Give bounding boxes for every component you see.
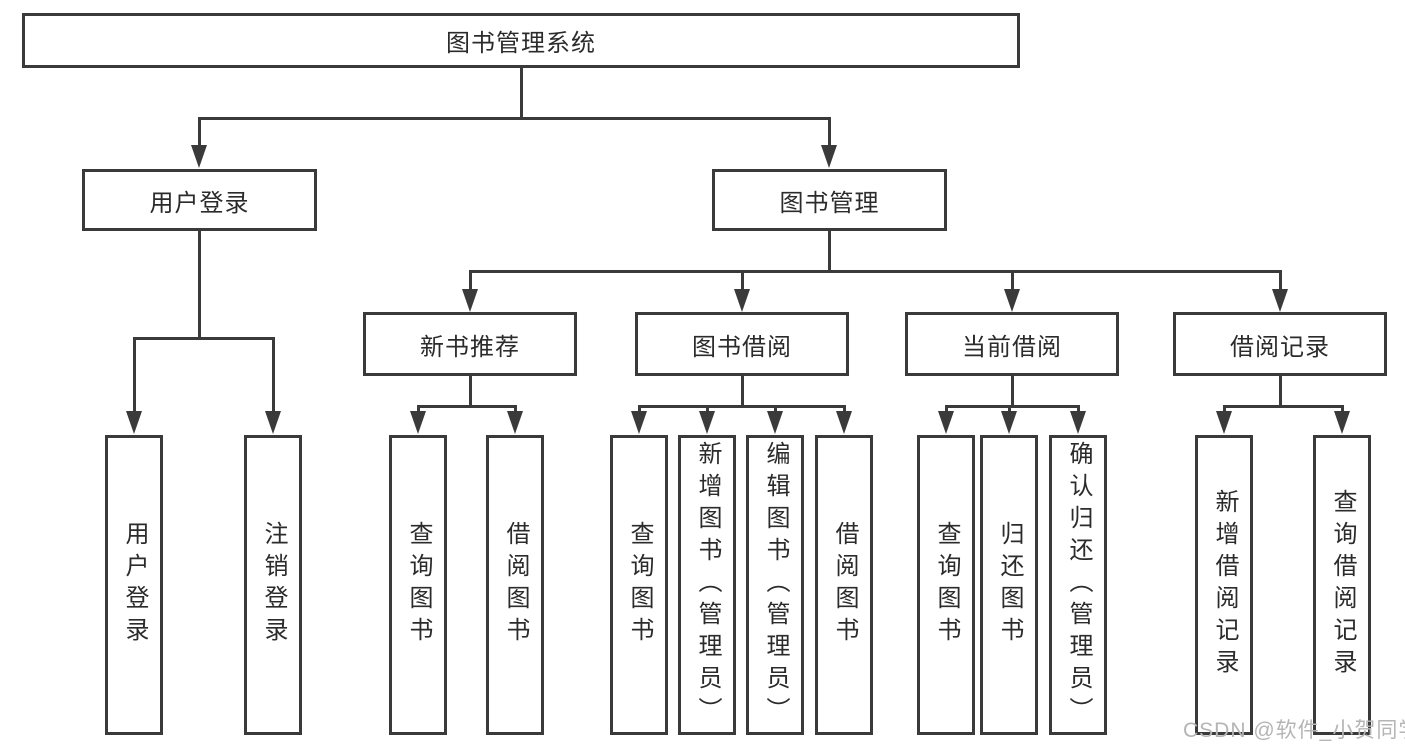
connector-borrowing-branch xyxy=(774,405,777,413)
connector-records-branch xyxy=(1223,405,1226,413)
arrow-down-icon xyxy=(836,411,852,434)
leaf-cb-confirm-return-admin: 确认归还（管理员） xyxy=(1049,435,1107,735)
leaf-label: 注销登录 xyxy=(260,521,287,649)
connector-borrowing-branch xyxy=(638,405,641,413)
connector-records-span xyxy=(1223,405,1343,408)
arrow-down-icon xyxy=(734,289,750,312)
arrow-down-icon xyxy=(938,411,954,434)
connector-root-branch-left xyxy=(198,117,201,146)
connector-current-branch xyxy=(1008,405,1011,413)
arrow-down-icon xyxy=(1216,411,1232,434)
arrow-down-icon xyxy=(265,411,281,434)
node-label: 借阅记录 xyxy=(1230,333,1330,361)
arrow-down-icon xyxy=(1272,289,1288,312)
leaf-label: 确认归还（管理员） xyxy=(1065,441,1092,729)
connector-bookmgmt-branch xyxy=(469,270,472,290)
connector-records-drop xyxy=(1279,376,1282,406)
arrow-down-icon xyxy=(631,411,647,434)
node-book-management: 图书管理 xyxy=(712,169,947,231)
leaf-label: 查询借阅记录 xyxy=(1329,489,1356,681)
connector-current-branch xyxy=(945,405,948,413)
leaf-logout: 注销登录 xyxy=(244,435,302,735)
connector-bookmgmt-branch xyxy=(1011,270,1014,290)
leaf-cb-query-books: 查询图书 xyxy=(917,435,975,735)
leaf-label: 新增借阅记录 xyxy=(1211,489,1238,681)
arrow-down-icon xyxy=(1001,411,1017,434)
connector-bookmgmt-span xyxy=(469,270,1282,273)
connector-root-span xyxy=(198,117,831,120)
connector-newbook-branch xyxy=(514,405,517,413)
arrow-down-icon xyxy=(821,145,837,168)
connector-current-drop xyxy=(1011,376,1014,406)
node-label: 用户登录 xyxy=(149,189,250,217)
leaf-bb-query-books: 查询图书 xyxy=(610,435,668,735)
connector-newbook-branch xyxy=(417,405,420,413)
connector-borrowing-branch xyxy=(843,405,846,413)
arrow-down-icon xyxy=(462,289,478,312)
node-new-book-recommend: 新书推荐 xyxy=(363,312,577,376)
leaf-label: 查询图书 xyxy=(933,521,960,649)
node-label: 新书推荐 xyxy=(420,333,520,361)
leaf-nb-borrow-books: 借阅图书 xyxy=(486,435,544,735)
leaf-bb-add-books-admin: 新增图书（管理员） xyxy=(678,435,736,735)
arrow-down-icon xyxy=(126,411,142,434)
leaf-br-add-record: 新增借阅记录 xyxy=(1195,435,1253,735)
node-current-borrowing: 当前借阅 xyxy=(905,312,1119,376)
connector-root-drop xyxy=(520,68,523,118)
leaf-label: 借阅图书 xyxy=(502,521,529,649)
node-borrowing-records: 借阅记录 xyxy=(1173,312,1387,376)
connector-bookmgmt-branch xyxy=(1279,270,1282,290)
arrow-down-icon xyxy=(1070,411,1086,434)
leaf-br-query-record: 查询借阅记录 xyxy=(1313,435,1371,735)
leaf-label: 新增图书（管理员） xyxy=(694,441,721,729)
node-label: 图书借阅 xyxy=(692,333,792,361)
connector-current-span xyxy=(945,405,1079,408)
connector-userlogin-branch xyxy=(133,337,136,412)
csdn-watermark: CSDN @软件_小贺同学 xyxy=(1183,719,1405,742)
node-book-borrowing: 图书借阅 xyxy=(635,312,849,376)
leaf-label: 查询图书 xyxy=(626,521,653,649)
leaf-label: 归还图书 xyxy=(996,521,1023,649)
connector-userlogin-span xyxy=(133,337,275,340)
connector-newbook-drop xyxy=(469,376,472,406)
connector-userlogin-drop xyxy=(198,231,201,338)
connector-borrowing-drop xyxy=(741,376,744,406)
leaf-cb-return-books: 归还图书 xyxy=(980,435,1038,735)
arrow-down-icon xyxy=(191,145,207,168)
leaf-user-login: 用户登录 xyxy=(105,435,163,735)
connector-newbook-span xyxy=(417,405,517,408)
arrow-down-icon xyxy=(699,411,715,434)
connector-borrowing-branch xyxy=(706,405,709,413)
connector-root-branch-right xyxy=(828,117,831,146)
leaf-label: 用户登录 xyxy=(121,521,148,649)
connector-userlogin-branch xyxy=(272,337,275,412)
leaf-label: 借阅图书 xyxy=(831,521,858,649)
arrow-down-icon xyxy=(767,411,783,434)
connector-borrowing-span xyxy=(638,405,845,408)
connector-records-branch xyxy=(1341,405,1344,413)
node-label: 当前借阅 xyxy=(962,333,1062,361)
connector-bookmgmt-drop xyxy=(828,231,831,271)
leaf-label: 编辑图书（管理员） xyxy=(762,441,789,729)
leaf-label: 查询图书 xyxy=(405,521,432,649)
arrow-down-icon xyxy=(1334,411,1350,434)
node-library-management-system: 图书管理系统 xyxy=(22,13,1020,68)
node-label: 图书管理系统 xyxy=(446,30,596,57)
leaf-nb-query-books: 查询图书 xyxy=(389,435,447,735)
arrow-down-icon xyxy=(1004,289,1020,312)
arrow-down-icon xyxy=(410,411,426,434)
connector-current-branch xyxy=(1077,405,1080,413)
leaf-bb-borrow-books: 借阅图书 xyxy=(815,435,873,735)
node-user-login: 用户登录 xyxy=(82,169,317,231)
arrow-down-icon xyxy=(507,411,523,434)
leaf-bb-edit-books-admin: 编辑图书（管理员） xyxy=(746,435,804,735)
node-label: 图书管理 xyxy=(779,189,880,217)
connector-bookmgmt-branch xyxy=(741,270,744,290)
